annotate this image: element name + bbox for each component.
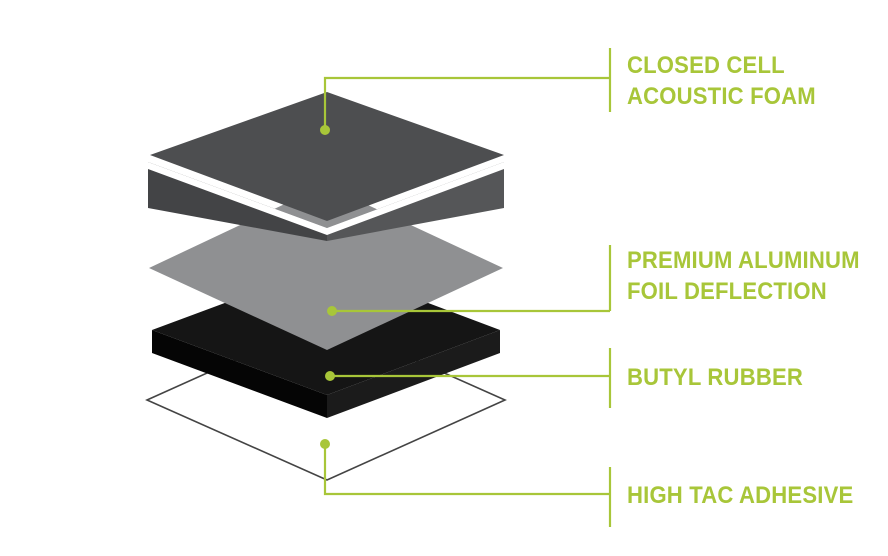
label-line: BUTYL RUBBER [627,364,803,391]
butyl-rubber-left-face [152,330,327,418]
label-aluminum-foil: PREMIUM ALUMINUM FOIL DEFLECTION [627,245,860,307]
foam-top [150,92,504,221]
label-line: FOIL DEFLECTION [627,278,827,305]
label-high-tac-adhesive: HIGH TAC ADHESIVE [627,480,853,511]
callout-butyl [330,348,612,408]
label-line: ACOUSTIC FOAM [627,83,816,110]
label-line: HIGH TAC ADHESIVE [627,482,854,509]
callout-foil [332,245,612,313]
adhesive-callout-dot [320,439,330,449]
butyl-callout-dot [325,371,335,381]
label-line: CLOSED CELL [627,52,785,79]
aluminum-foil-layer [149,185,503,350]
foil-callout-dot [327,306,337,316]
callout-foam [323,48,612,130]
foam-callout-dot [320,125,330,135]
callout-adhesive [323,444,612,527]
label-butyl-rubber: BUTYL RUBBER [627,362,803,393]
label-line: PREMIUM ALUMINUM [627,247,860,274]
label-closed-cell-foam: CLOSED CELL ACOUSTIC FOAM [627,50,816,112]
butyl-rubber-right-face [327,330,500,418]
